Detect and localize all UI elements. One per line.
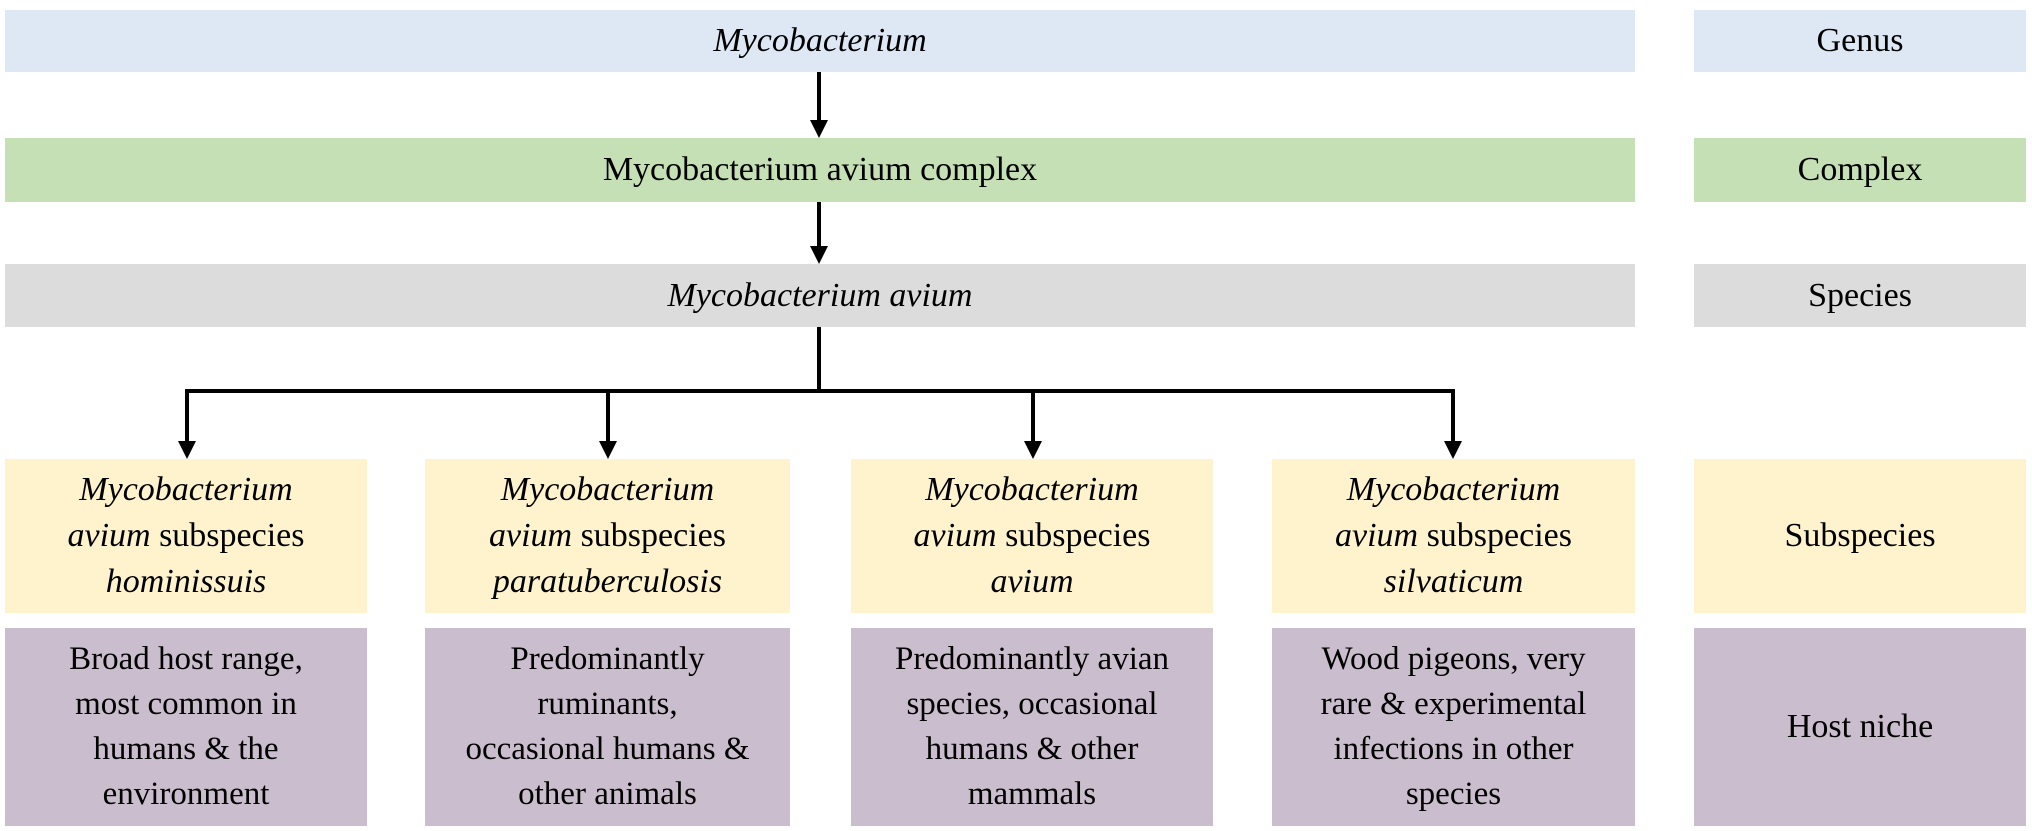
host-text-line: Predominantly <box>510 641 705 677</box>
level-label-genus-text: Genus <box>1816 22 1904 59</box>
species-text: Mycobacterium avium <box>667 276 973 314</box>
genus-text: Mycobacterium <box>713 22 927 59</box>
level-label-species: Species <box>1694 264 2026 327</box>
host-text-line: Broad host range, <box>69 641 303 677</box>
subspecies-genus-text: Mycobacterium <box>500 471 715 508</box>
host-text-line: humans & the <box>93 731 279 767</box>
subspecies-species-text: avium <box>913 517 997 554</box>
subspecies-species-text: avium <box>488 517 573 554</box>
arrowhead-paratuberculosis <box>599 441 617 459</box>
level-label-host-niche: Host niche <box>1694 628 2026 826</box>
subspecies-name-text: avium <box>990 563 1074 600</box>
host-text-line: infections in other <box>1333 731 1574 767</box>
complex-box: Mycobacterium avium complex <box>5 138 1635 202</box>
level-label-subspecies-text: Subspecies <box>1784 517 1936 554</box>
subspecies-species-text: avium <box>1334 517 1419 554</box>
level-label-genus: Genus <box>1694 10 2026 72</box>
host-text-line: humans & other <box>925 731 1139 767</box>
subspecies-name-text: silvaticum <box>1383 563 1524 600</box>
subspecies-species-text: avium <box>67 517 151 554</box>
subspecies-genus-text: Mycobacterium <box>79 471 293 508</box>
host-text-line: species <box>1405 776 1502 812</box>
arrowhead-silvaticum <box>1444 441 1462 459</box>
subspecies-name-text: hominissuis <box>105 563 267 600</box>
subspecies-rank-text: subspecies <box>996 517 1151 554</box>
host-box-paratuberculosis: Predominantly ruminants, occasional huma… <box>425 628 790 826</box>
host-box-avium: Predominantly avian species, occasional … <box>851 628 1213 826</box>
subspecies-rank-text: subspecies <box>572 517 726 554</box>
level-label-species-text: Species <box>1808 276 1912 314</box>
arrowhead-avium <box>1024 441 1042 459</box>
host-text-line: other animals <box>518 776 697 812</box>
level-label-complex: Complex <box>1694 138 2026 202</box>
subspecies-box-hominissuis: Mycobacterium avium subspecies hominissu… <box>5 459 367 613</box>
complex-text: Mycobacterium avium complex <box>602 151 1038 188</box>
genus-box: Mycobacterium <box>5 10 1635 72</box>
arrowhead-hominissuis <box>178 441 196 459</box>
host-box-hominissuis: Broad host range, most common in humans … <box>5 628 367 826</box>
subspecies-rank-text: subspecies <box>1418 517 1572 554</box>
level-label-host-niche-text: Host niche <box>1786 708 1934 745</box>
arrowhead-complex <box>810 120 828 138</box>
level-label-complex-text: Complex <box>1797 151 1923 188</box>
subspecies-name-text: paratuberculosis <box>492 563 723 600</box>
species-box: Mycobacterium avium <box>5 264 1635 327</box>
host-text-line: Predominantly avian <box>894 641 1170 677</box>
subspecies-box-silvaticum: Mycobacterium avium subspecies silvaticu… <box>1272 459 1635 613</box>
host-text-line: most common in <box>75 686 297 722</box>
host-text-line: environment <box>102 776 270 812</box>
host-text-line: occasional humans & <box>465 731 750 767</box>
subspecies-genus-text: Mycobacterium <box>925 471 1139 508</box>
subspecies-box-avium: Mycobacterium avium subspecies avium <box>851 459 1213 613</box>
host-text-line: Wood pigeons, very <box>1321 641 1586 677</box>
host-text-line: ruminants, <box>537 686 678 722</box>
arrowhead-species <box>810 246 828 264</box>
host-text-line: mammals <box>967 776 1097 812</box>
subspecies-genus-text: Mycobacterium <box>1346 471 1561 508</box>
host-text-line: rare & experimental <box>1320 686 1587 722</box>
subspecies-rank-text: subspecies <box>150 517 305 554</box>
host-text-line: species, occasional <box>906 686 1158 722</box>
subspecies-box-paratuberculosis: Mycobacterium avium subspecies paratuber… <box>425 459 790 613</box>
level-label-subspecies: Subspecies <box>1694 459 2026 613</box>
host-box-silvaticum: Wood pigeons, very rare & experimental i… <box>1272 628 1635 826</box>
